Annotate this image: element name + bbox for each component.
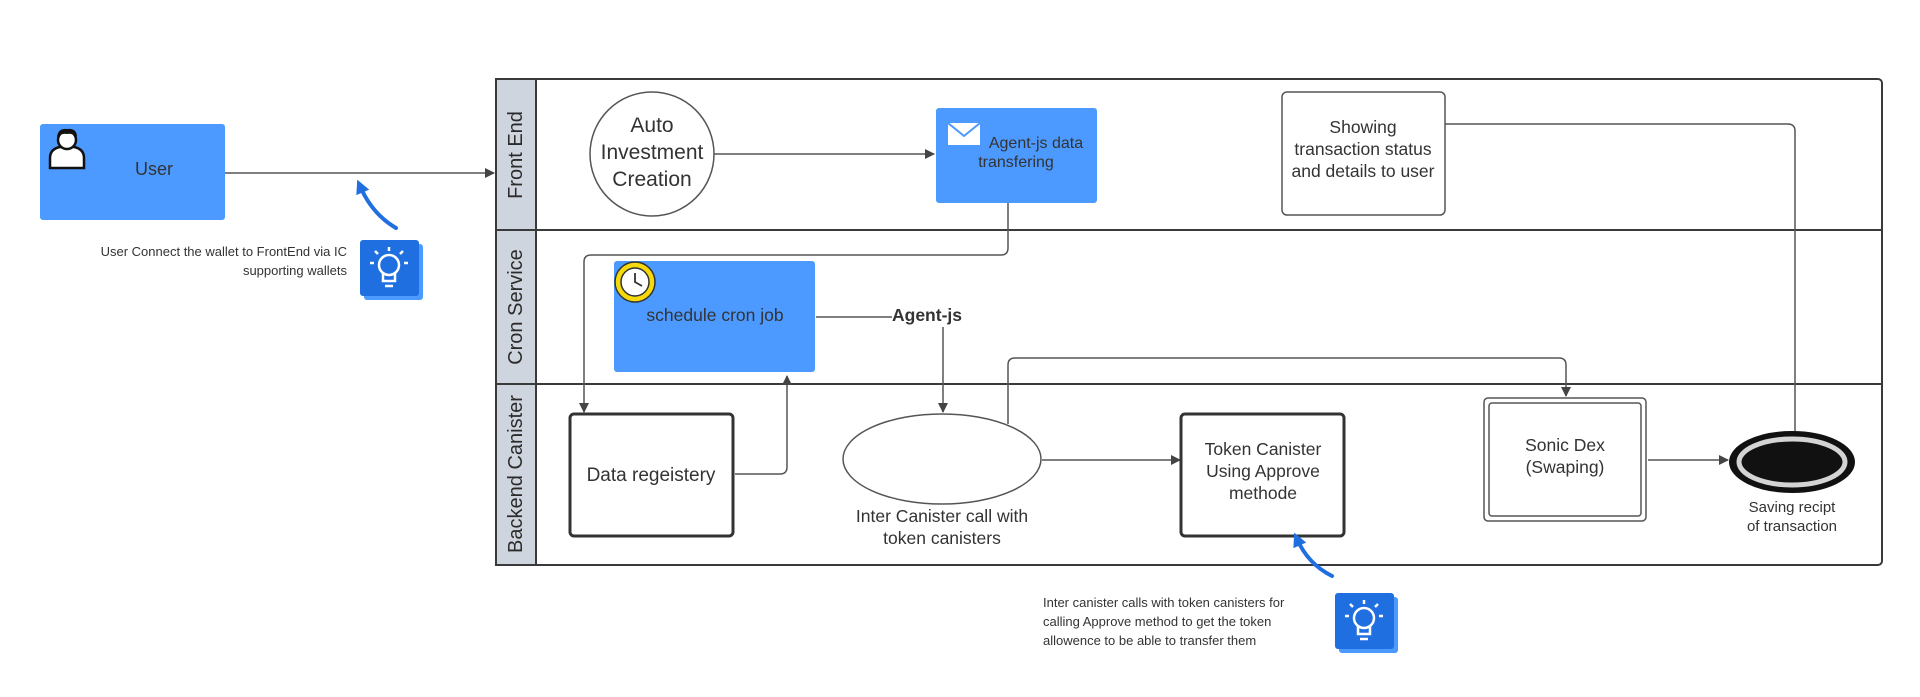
- agentjs-transfer-line-1: Agent-js data: [989, 135, 1083, 152]
- agentjs-transfer-line-2: transfering: [978, 154, 1054, 171]
- wallet-note-pointer: [356, 179, 398, 230]
- envelope-icon: [947, 122, 981, 145]
- token-canister-node[interactable]: Token Canister Using Approve methode: [1179, 412, 1346, 538]
- cron-job-label: schedule cron job: [646, 305, 783, 325]
- approve-note-line-3: allowence to be able to transfer them: [1043, 633, 1256, 648]
- approve-note-line-1: Inter canister calls with token canister…: [1043, 595, 1285, 610]
- inter-canister-node[interactable]: Inter Canister call with token canisters: [842, 413, 1042, 548]
- sonic-dex-line-1: Sonic Dex: [1525, 435, 1605, 455]
- showing-status-line-2: transaction status: [1294, 139, 1431, 159]
- saving-receipt-node[interactable]: Saving recipt of transaction: [1729, 431, 1855, 535]
- showing-status-line-1: Showing: [1329, 117, 1396, 137]
- agentjs-edge-label: Agent-js: [892, 305, 962, 325]
- auto-investment-node[interactable]: Auto Investment Creation: [589, 91, 715, 217]
- approve-note-line-2: calling Approve method to get the token: [1043, 614, 1271, 629]
- inter-canister-line-1: Inter Canister call with: [856, 506, 1028, 526]
- edge-registry-to-cron: [735, 375, 792, 475]
- token-canister-line-1: Token Canister: [1205, 439, 1322, 459]
- edge-saving-to-showing: [1435, 119, 1796, 431]
- lightbulb-icon: [360, 240, 423, 300]
- inter-canister-line-2: token canisters: [883, 528, 1001, 548]
- clock-icon: [614, 261, 656, 303]
- lightbulb-icon: [1335, 593, 1398, 653]
- user-node[interactable]: User: [40, 124, 225, 220]
- wallet-note-line-1: User Connect the wallet to FrontEnd via …: [101, 244, 347, 259]
- auto-investment-line-2: Investment: [601, 141, 704, 164]
- sonic-dex-line-2: (Swaping): [1526, 457, 1605, 477]
- data-registry-label: Data regeistery: [587, 465, 716, 486]
- wallet-note-line-2: supporting wallets: [243, 263, 348, 278]
- edge-agentjs-to-registry: [579, 203, 1009, 413]
- lane-label-front-end: Front End: [505, 111, 527, 199]
- edges: [225, 119, 1796, 475]
- lane-label-cron-service: Cron Service: [505, 249, 527, 365]
- auto-investment-line-1: Auto: [630, 114, 673, 137]
- approve-note: Inter canister calls with token canister…: [1043, 532, 1398, 653]
- agentjs-transfer-node[interactable]: Agent-js data transfering: [936, 108, 1097, 203]
- user-label: User: [135, 159, 173, 179]
- saving-receipt-line-1: Saving recipt: [1749, 499, 1837, 516]
- lane-label-backend-canister: Backend Canister: [505, 395, 527, 553]
- edge-intercanister-to-sonic: [1007, 357, 1571, 424]
- token-canister-line-3: methode: [1229, 483, 1297, 503]
- data-registry-node[interactable]: Data regeistery: [568, 412, 735, 538]
- user-avatar-icon: [48, 128, 86, 170]
- approve-note-pointer: [1293, 532, 1334, 578]
- wallet-note: User Connect the wallet to FrontEnd via …: [101, 179, 423, 300]
- cron-job-node[interactable]: schedule cron job: [614, 261, 815, 372]
- saving-receipt-line-2: of transaction: [1747, 518, 1837, 535]
- showing-status-node[interactable]: Showing transaction status and details t…: [1281, 91, 1446, 216]
- auto-investment-line-3: Creation: [612, 168, 691, 191]
- sonic-dex-node[interactable]: Sonic Dex (Swaping): [1483, 397, 1647, 522]
- showing-status-line-3: and details to user: [1291, 161, 1434, 181]
- token-canister-line-2: Using Approve: [1206, 461, 1320, 481]
